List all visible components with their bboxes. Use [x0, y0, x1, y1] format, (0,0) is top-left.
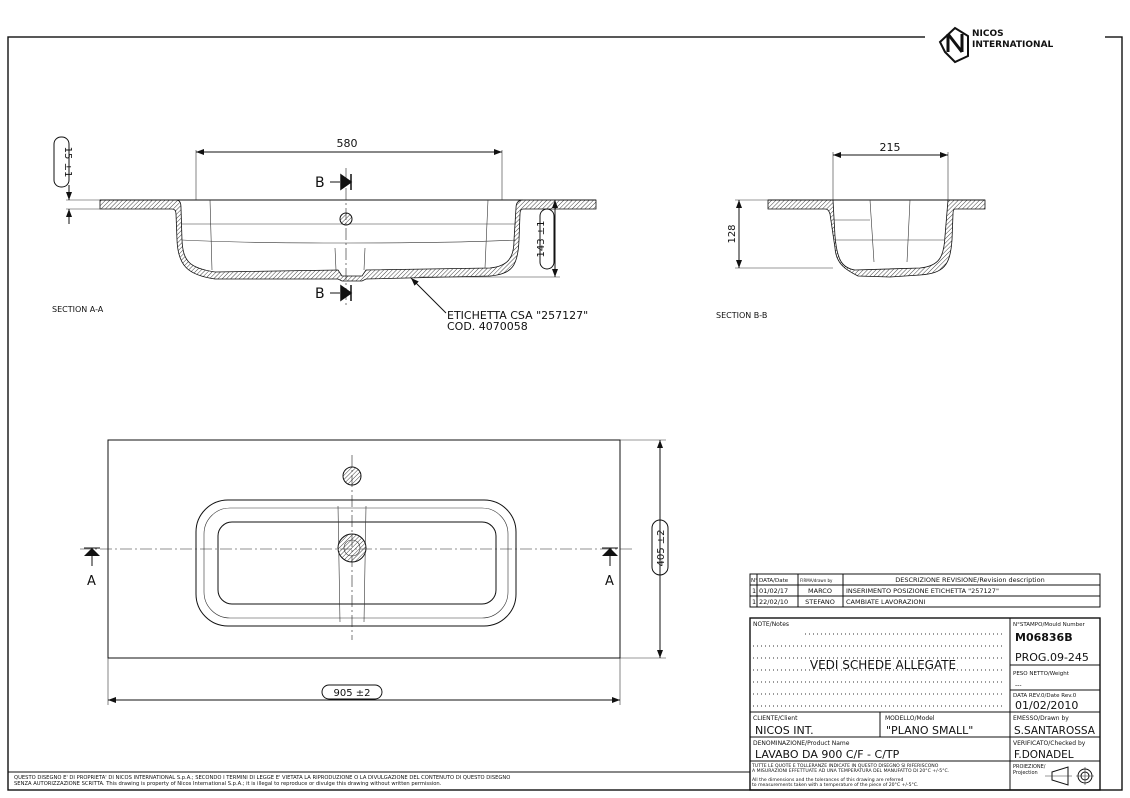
title-block-projection-label-1: PROIEZIONE/	[1013, 764, 1046, 770]
title-block-prog: PROG.09-245	[1015, 651, 1089, 664]
section-b-b: 215 128 SECTION B-B	[716, 141, 986, 320]
footer-line1: QUESTO DISEGNO E' DI PROPRIETA' DI NICOS…	[14, 775, 510, 781]
dim-580: 580	[337, 137, 358, 150]
revisions-rows-1-3: CAMBIATE LAVORAZIONI	[846, 598, 925, 606]
plan-view-cut-marker: A	[605, 574, 614, 589]
mould-number: M06836B	[1015, 631, 1073, 644]
title-block-projection-label-2: Projection	[1013, 770, 1038, 776]
revisions-rows-0-0: 1	[752, 587, 756, 595]
cut-marker-b-bottom: B	[315, 284, 353, 302]
title-block-product-value: LAVABO DA 900 C/F - C/TP	[755, 748, 900, 761]
projection-symbol-icon	[1045, 766, 1094, 786]
dim-215: 215	[880, 141, 901, 154]
title-block-date-value: 01/02/2010	[1015, 699, 1078, 712]
section-a-a-label: SECTION A-A	[52, 305, 104, 314]
revisions-rows-0-2: MARCO	[808, 587, 832, 595]
revision-row: 1 22/02/10 STEFANO CAMBIATE LAVORAZIONI	[752, 598, 925, 606]
logo-mark-icon	[938, 26, 969, 64]
title-block: NOTE/Notes VEDI SCHEDE ALLEGATE N°STAMPO…	[749, 617, 1101, 791]
revisions-headers-3: DESCRIZIONE REVISIONE/Revision descripti…	[895, 576, 1044, 584]
cut-marker-b-top: B	[315, 173, 353, 191]
revisions-headers-0: N°	[751, 578, 758, 584]
title-block-checked-label: VERIFICATO/Checked by	[1013, 740, 1086, 747]
plan-view: A A 405 ±2 905 ±2	[80, 439, 669, 705]
dim-405: 405 ±2	[656, 529, 667, 566]
revisions-headers-1: DATA/Date	[759, 578, 789, 584]
revisions-rows-1-0: 1	[752, 598, 756, 606]
section-aa-cut-marker: B	[315, 286, 325, 302]
title-block-product-label: DENOMINAZIONE/Product Name	[753, 740, 850, 747]
title-block-model-label: MODELLO/Model	[885, 715, 935, 722]
logo-line2: INTERNATIONAL	[972, 40, 1054, 50]
revision-table: N° DATA/Date FIRMA/drawn by DESCRIZIONE …	[749, 573, 1101, 608]
section-a-a: 580 B B 15 ±1 143 ±1 ETICHETTA CSA "2571…	[52, 136, 597, 333]
cut-marker-a-left: A	[84, 547, 100, 589]
label-note-line2: COD. 4070058	[447, 320, 528, 333]
title-block-tolerance-it-1: TUTTE LE QUOTE E TOLLERANZE INDICATE IN …	[751, 763, 939, 769]
title-block-notes-label: NOTE/Notes	[753, 621, 789, 628]
footer-line2: SENZA AUTORIZZAZIONE SCRITTA. This drawi…	[14, 781, 442, 787]
title-block-tolerance-en-1: All the dimensions and the tolerances of…	[752, 777, 903, 783]
cut-marker-a-right: A	[602, 547, 618, 589]
revisions-rows-1-2: STEFANO	[805, 598, 835, 606]
revisions-rows-0-1: 01/02/17	[759, 587, 788, 595]
plan-view-cut-marker: A	[87, 574, 96, 589]
revision-row: 1 01/02/17 MARCO INSERIMENTO POSIZIONE E…	[752, 587, 999, 595]
title-block-drawn-value: S.SANTAROSSA	[1014, 725, 1096, 737]
title-block-mould-label: N°STAMPO/Mould Number	[1013, 622, 1085, 628]
title-block-drawn-label: EMESSO/Drawn by	[1013, 715, 1069, 722]
section-b-b-label: SECTION B-B	[716, 311, 767, 320]
dim-128: 128	[727, 224, 738, 243]
revisions-headers-2: FIRMA/drawn by	[800, 578, 833, 583]
title-block-date-label: DATA REV.0/Date Rev.0	[1013, 693, 1077, 699]
revisions-rows-0-3: INSERIMENTO POSIZIONE ETICHETTA "257127"	[846, 587, 999, 595]
notes-text: VEDI SCHEDE ALLEGATE	[810, 658, 956, 672]
drawing-frame	[7, 36, 1123, 791]
label-note-line1: ETICHETTA CSA "257127"	[447, 309, 588, 322]
title-block-client-label: CLIENTE/Client	[753, 715, 798, 722]
dim-15: 15 ±1	[62, 147, 73, 178]
nicos-logo: NICOS INTERNATIONAL	[925, 18, 1105, 64]
title-block-weight-label: PESO NETTO/Weight	[1013, 671, 1070, 677]
copyright-footer: QUESTO DISEGNO E' DI PROPRIETA' DI NICOS…	[8, 771, 750, 787]
title-block-tolerance-it-2: A MISURAZIONI EFFETTUATE AD UNA TEMPERAT…	[752, 768, 949, 774]
title-block-model-value: "PLANO SMALL"	[886, 724, 973, 737]
logo-line1: NICOS	[972, 29, 1004, 39]
section-aa-cut-marker: B	[315, 175, 325, 191]
title-block-client-value: NICOS INT.	[755, 724, 814, 737]
title-block-tolerance-en-2: to measurements taken with a temperature…	[752, 782, 918, 788]
dim-905: 905 ±2	[333, 688, 370, 699]
title-block-checked-value: F.DONADEL	[1014, 749, 1074, 761]
revisions-rows-1-1: 22/02/10	[759, 598, 788, 606]
dim-143: 143 ±1	[536, 220, 547, 257]
title-block-weight-value: ---	[1015, 682, 1022, 689]
